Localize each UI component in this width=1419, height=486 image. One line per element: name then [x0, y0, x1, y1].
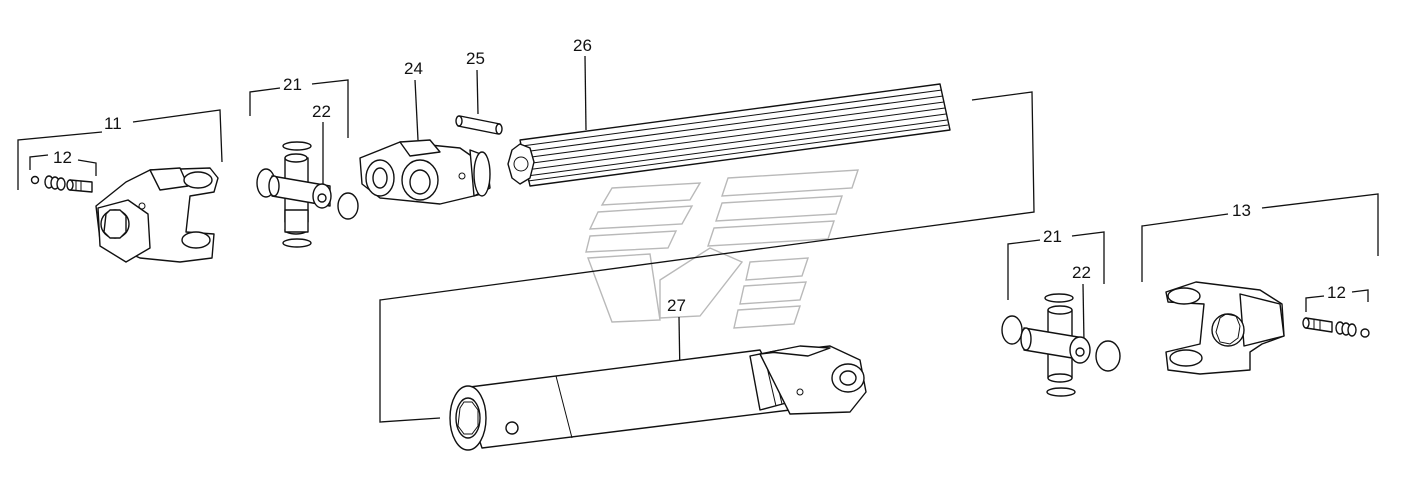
yoke-11 [95, 167, 219, 263]
callout-bracket-12-right [1305, 289, 1369, 312]
assembly-bracket [379, 91, 1035, 423]
callout-22-right: 22 [1072, 263, 1091, 282]
splined-shaft-26 [507, 83, 951, 187]
callout-bracket-12-left [29, 154, 97, 176]
callout-bracket-13 [1141, 193, 1379, 282]
callout-12-right: 12 [1327, 283, 1346, 302]
callout-bracket-21-right [1007, 231, 1105, 300]
yoke-13 [1165, 281, 1285, 375]
callout-21-right: 21 [1043, 227, 1062, 246]
universal-joint-cross-right [1001, 293, 1121, 397]
callout-13: 13 [1232, 201, 1251, 220]
callout-bracket-21-left [249, 79, 349, 138]
slip-yoke-24 [359, 139, 491, 205]
watermark-logo [585, 169, 859, 329]
callout-21-left: 21 [283, 75, 302, 94]
callout-22-left: 22 [312, 102, 331, 121]
callout-11: 11 [104, 114, 122, 133]
drive-tube-27 [449, 345, 867, 451]
bolt-washer-set-right [1302, 317, 1370, 338]
bolt-washer-set-left [30, 175, 93, 193]
callout-27: 27 [667, 296, 686, 315]
callout-bracket-11 [17, 109, 223, 190]
callout-25: 25 [466, 49, 485, 68]
callout-24: 24 [404, 59, 423, 78]
callout-26: 26 [573, 36, 592, 55]
callout-12-left: 12 [53, 148, 72, 167]
roll-pin-25 [455, 115, 503, 135]
universal-joint-cross-left [256, 141, 359, 248]
